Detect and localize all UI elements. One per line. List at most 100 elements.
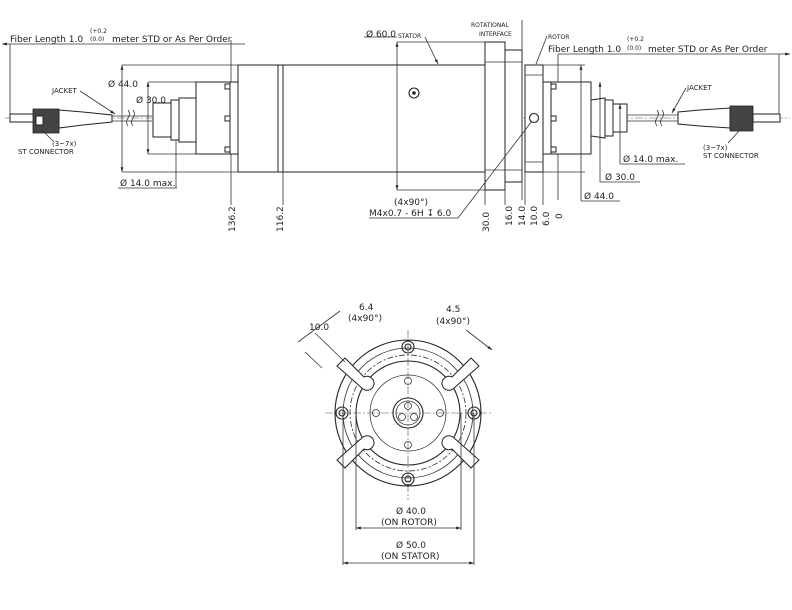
thread-spec-label: M4x0.7 - 6H ↧ 6.0 xyxy=(369,209,451,219)
slot-r-dim xyxy=(465,329,493,351)
slot-len-label: 10.0 xyxy=(309,323,329,333)
stator-flange xyxy=(484,41,506,191)
extension-line xyxy=(304,351,323,369)
rotational-label-2: INTERFACE xyxy=(479,31,512,38)
screw-tab xyxy=(224,115,231,122)
dia44-label-left: Ø 44.0 xyxy=(108,79,138,90)
right-connector-ring xyxy=(604,99,614,137)
xdim-16: 16.0 xyxy=(505,206,515,226)
fiber-length-label-left: Fiber Length 1.0 xyxy=(10,35,83,45)
slot-len-dim xyxy=(297,310,341,343)
fiber-length-suffix-left: meter STD or As Per Order xyxy=(112,35,232,45)
fiber-channel xyxy=(398,413,406,421)
slot-width-label: 6.4 xyxy=(359,303,374,313)
xdim-136-2: 136.2 xyxy=(228,206,238,232)
screw-hole xyxy=(404,343,412,351)
screw-tab xyxy=(224,146,231,153)
slot xyxy=(441,357,480,391)
leader xyxy=(727,129,741,144)
fiber-ferrule-left xyxy=(9,113,35,123)
fiber-length-label-right: Fiber Length 1.0 xyxy=(548,45,621,55)
connector-label-left: ST CONNECTOR xyxy=(18,148,74,156)
leader xyxy=(671,87,687,114)
fiber-bundle-outer xyxy=(392,397,424,429)
stator-label: STATOR xyxy=(398,33,421,40)
left-flange xyxy=(277,64,284,173)
tol-minus-left: (0.0) xyxy=(90,36,104,43)
leader xyxy=(424,36,439,65)
fiber-ferrule-right xyxy=(752,113,781,123)
x-dim-labels: 136.2 116.2 30.0 16.0 14.0 10.0 6.0 0 xyxy=(228,206,565,232)
stator-flange-step xyxy=(504,49,523,183)
rotor-note: (ON ROTOR) xyxy=(381,518,437,528)
rotor-hole xyxy=(436,409,444,417)
xdim-116-2: 116.2 xyxy=(276,206,286,232)
dia50-label: Ø 50.0 xyxy=(396,540,426,551)
side-view: Fiber Length 1.0 (+0.2 (0.0) meter STD o… xyxy=(2,20,790,232)
thread-hole xyxy=(528,112,540,124)
xdim-10: 10.0 xyxy=(530,206,540,226)
dia40-label: Ø 40.0 xyxy=(396,506,426,517)
stator-screws xyxy=(335,340,481,486)
jacket-label-left: JACKET xyxy=(51,87,78,95)
screw-hole xyxy=(404,475,412,483)
screw-tab xyxy=(550,146,557,153)
dia60-label: Ø 60.0 xyxy=(366,29,396,40)
connector-label-right: ST CONNECTOR xyxy=(703,152,759,160)
st-connector-right xyxy=(729,105,754,132)
break-symbol xyxy=(655,109,664,127)
leader xyxy=(535,35,548,65)
xdim-0: 0 xyxy=(555,213,565,219)
xdim-30: 30.0 xyxy=(482,212,492,232)
right-connector-sleeve xyxy=(590,97,606,139)
leader xyxy=(79,90,116,115)
slot xyxy=(336,357,375,391)
slot xyxy=(336,435,375,469)
rotational-label-1: ROTATIONAL xyxy=(471,22,509,29)
stator-port-center xyxy=(412,91,416,95)
screw xyxy=(401,472,415,486)
rotor-screws xyxy=(372,377,444,449)
left-connector-ring xyxy=(170,99,180,141)
rotor-hole xyxy=(404,377,412,385)
tol-plus-left: (+0.2 xyxy=(90,28,107,35)
bolt-circle xyxy=(349,354,467,472)
stator-note: (ON STATOR) xyxy=(381,552,440,562)
left-plate xyxy=(229,81,239,155)
stator-outer-circle xyxy=(334,339,482,487)
right-plate xyxy=(542,81,552,155)
rotor-hole xyxy=(404,441,412,449)
xdim-14: 14.0 xyxy=(518,206,528,226)
rotor-label: ROTOR xyxy=(548,34,569,41)
dia30-label-right: Ø 30.0 xyxy=(605,172,635,183)
break-symbol xyxy=(126,109,135,127)
tol-minus-right: (0.0) xyxy=(627,45,641,52)
connector-qty-right: (3~7x) xyxy=(703,144,728,152)
thread-qty-label: (4x90°) xyxy=(394,198,428,208)
rotor-face-circle xyxy=(369,374,447,452)
screw-hole xyxy=(338,409,346,417)
stator-port xyxy=(408,87,420,99)
slot xyxy=(441,435,480,469)
fiber-boot-left xyxy=(58,109,113,129)
stator-body xyxy=(282,64,486,173)
fiber-channel xyxy=(404,402,412,410)
dia30-label-left: Ø 30.0 xyxy=(136,95,166,106)
dia14-label-left: Ø 14.0 max. xyxy=(120,178,175,189)
screw xyxy=(401,340,415,354)
slot-width-qty: (4x90°) xyxy=(348,314,382,324)
screw-tab xyxy=(550,83,557,90)
left-connector-sleeve xyxy=(178,97,197,143)
connector-key xyxy=(35,115,44,126)
dia44-label-right: Ø 44.0 xyxy=(584,191,614,202)
leader xyxy=(457,120,533,219)
fiber-length-suffix-right: meter STD or As Per Order xyxy=(648,45,768,55)
leader xyxy=(41,129,54,142)
fiber-channel xyxy=(410,413,418,421)
left-connector-nut xyxy=(152,102,172,138)
rotor-hole xyxy=(372,409,380,417)
rotor-body xyxy=(524,64,544,173)
mounting-slots xyxy=(336,357,480,469)
